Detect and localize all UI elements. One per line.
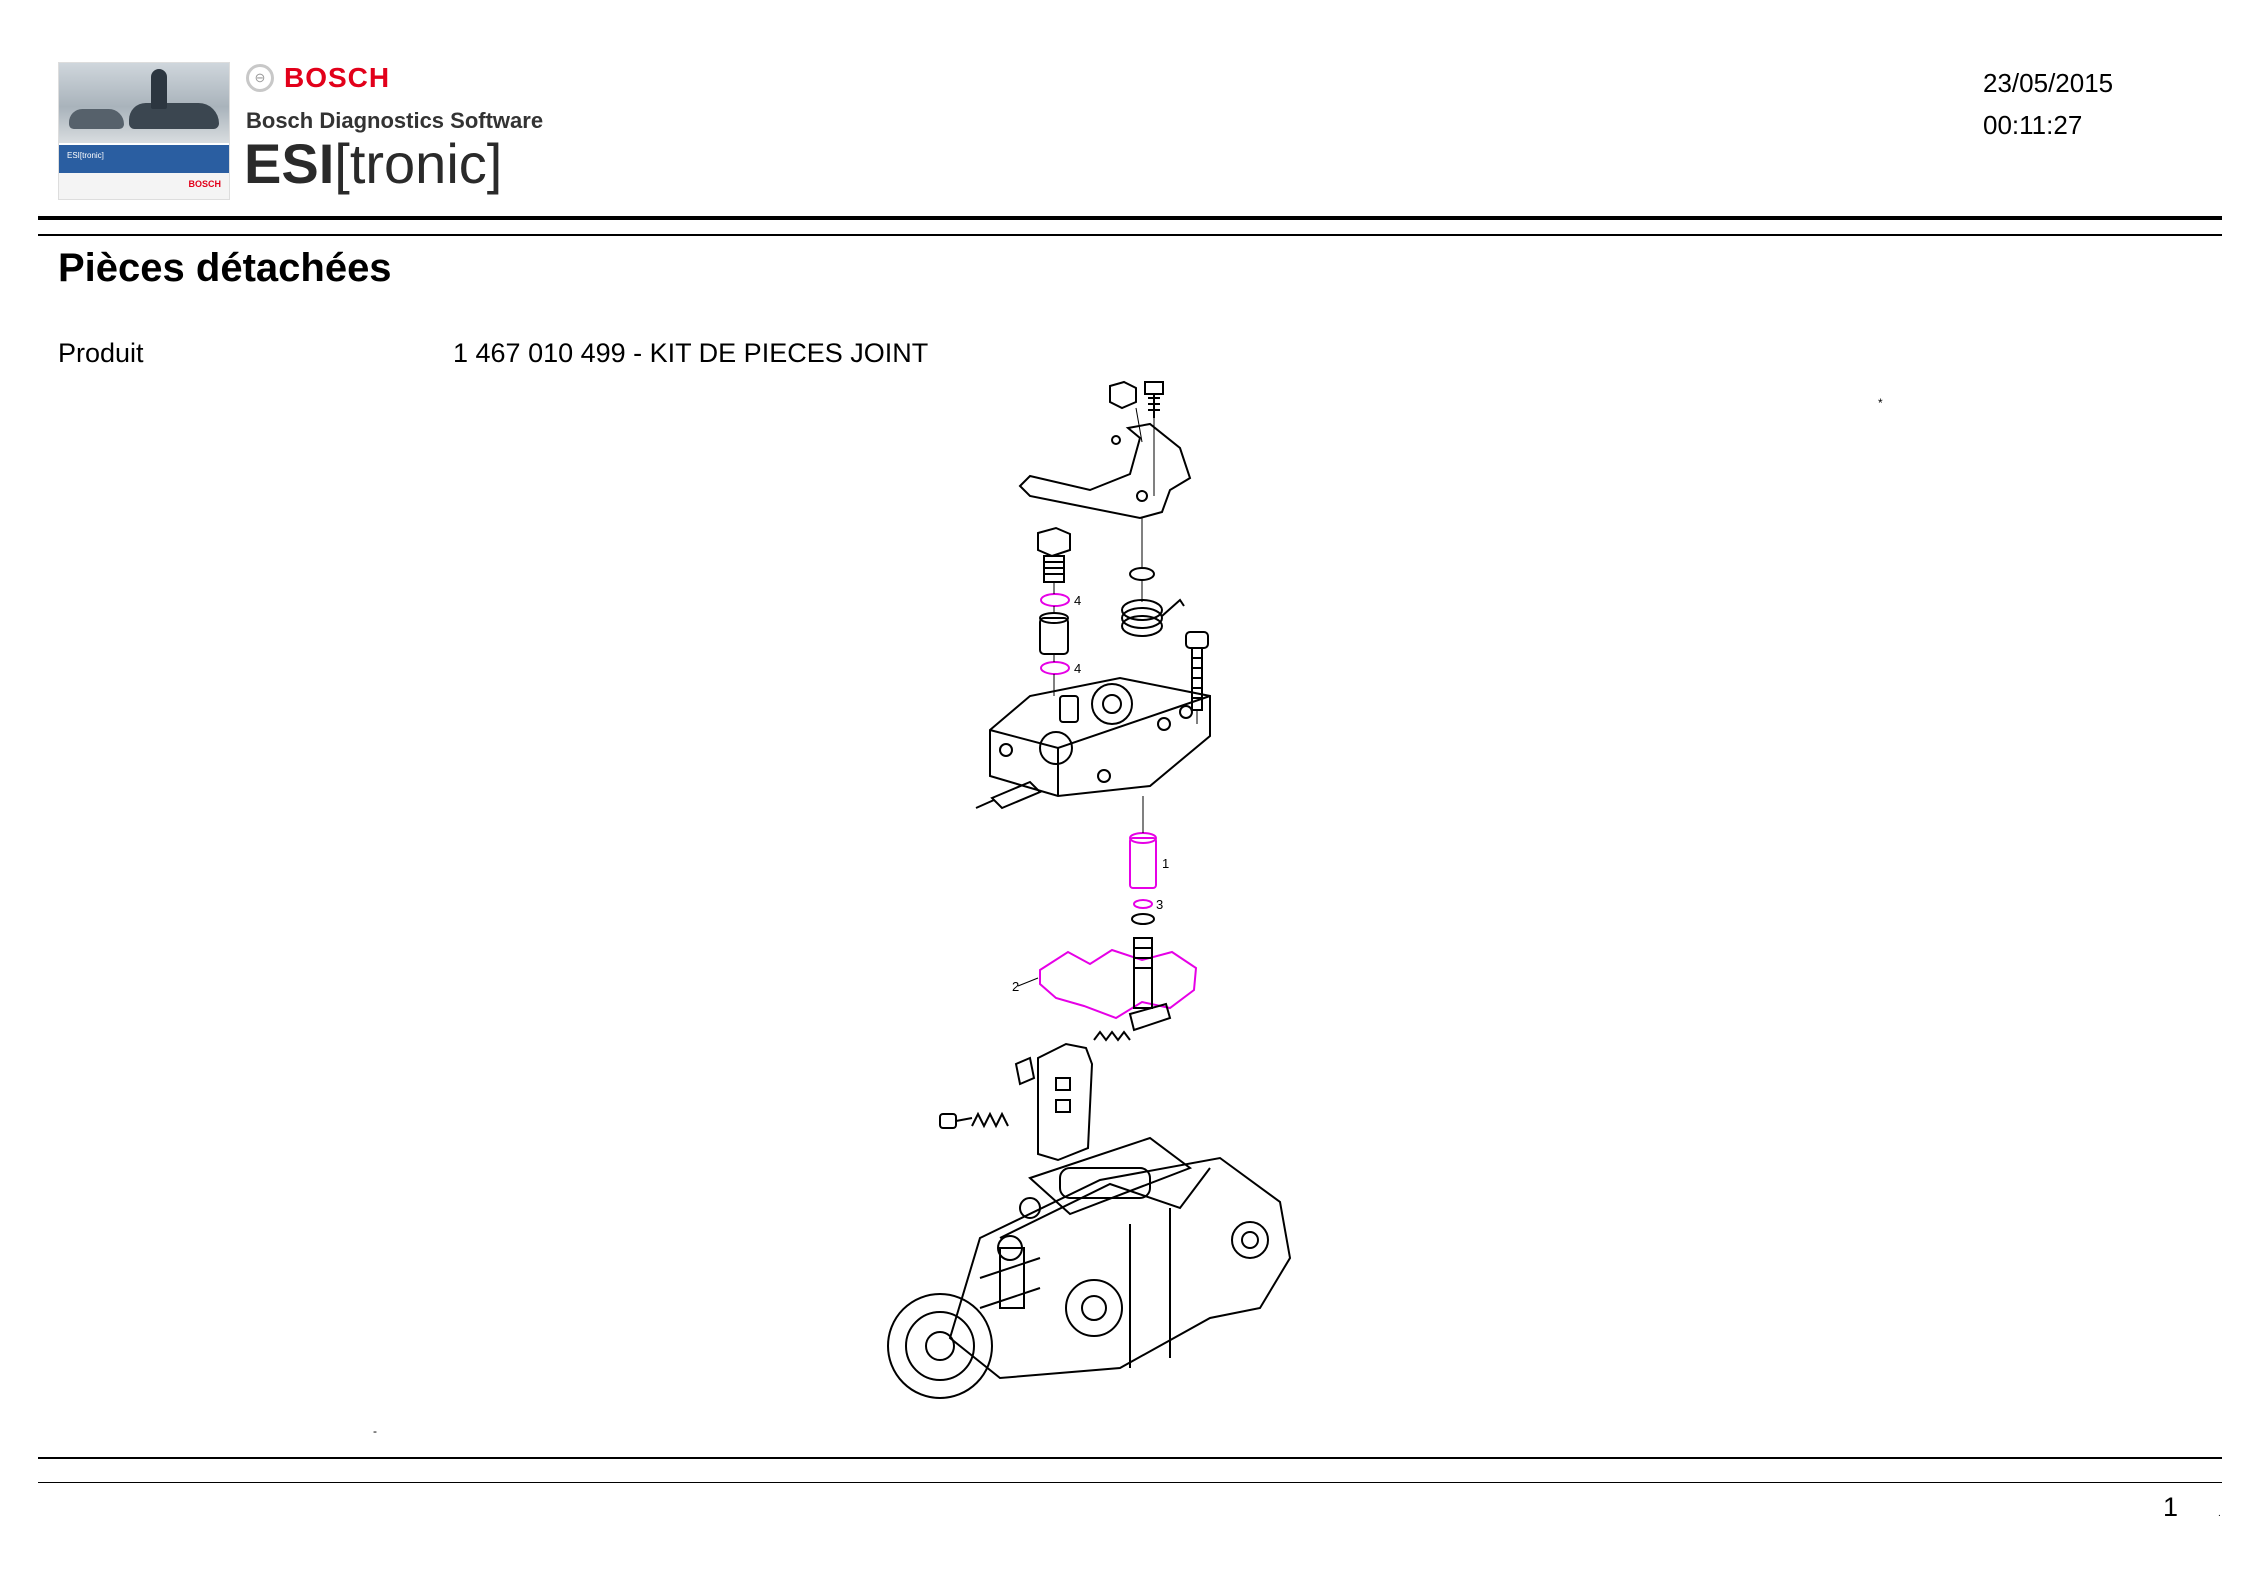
dash-mark: - [373,1424,377,1438]
callout-label: 4 [1074,661,1081,676]
header-divider-thick [38,216,2222,220]
esitronic-cover-thumbnail: ESI[tronic] BOSCH [58,62,230,200]
small-spring [1093,1030,1131,1042]
stop-lever-assembly [1014,1042,1094,1162]
software-subtitle: Bosch Diagnostics Software [246,108,544,133]
product-value: 1 467 010 499 - KIT DE PIECES JOINT [453,338,929,368]
sleeve-part-1 [1129,832,1157,889]
torsion-spring [1121,598,1185,637]
governor-cover [975,676,1211,810]
exploded-parts-diagram: 4 4 1 3 2 [887,380,1292,1399]
trailing-dot: . [2218,1508,2221,1519]
cover-band [59,145,229,173]
car-image [69,109,124,129]
print-time: 00:11:27 [1983,110,2083,140]
bushing [1039,612,1069,655]
callout-label: 2 [1012,979,1019,994]
callout-label: 3 [1156,897,1163,912]
cover-footer [59,173,229,199]
lever-bracket [1018,422,1192,520]
mechanic-image [151,69,167,109]
car-image [129,103,219,129]
product-logo-rest: [tronic] [334,132,503,195]
washer [1129,567,1155,581]
footer-divider-thin [38,1482,2222,1483]
cover-bosch-logo: BOSCH [188,179,221,189]
product-logo: ESI[tronic] [244,136,502,192]
gasket-part-2 [1039,948,1198,1020]
seal-ring-4-lower [1040,661,1070,675]
print-date: 23/05/2015 [1983,68,2114,98]
seal-ring-4-upper [1040,593,1070,607]
nut-and-screw [1109,380,1164,418]
bosch-logo: ⊖ BOSCH [246,62,390,94]
product-logo-bold: ESI [244,132,335,195]
injection-pump-body [887,1136,1292,1399]
page-title: Pièces détachées [58,246,392,290]
page-number: 1 [2163,1492,2179,1522]
product-label: Produit [58,338,144,368]
washer-lower [1131,913,1155,925]
cover-band-text: ESI[tronic] [67,151,104,160]
long-screw [1185,631,1209,711]
bolt [1037,526,1071,583]
header-divider-thin [38,234,2222,236]
bosch-wordmark: BOSCH [284,62,391,93]
callout-label: 4 [1074,593,1081,608]
callout-label: 1 [1162,856,1169,871]
footer-divider-thick [38,1457,2222,1459]
adjusting-screw [939,1111,1009,1129]
bosch-armature-icon: ⊖ [246,64,274,92]
o-ring-part-3 [1133,899,1153,909]
control-shaft [1128,937,1172,1032]
star-mark: * [1878,396,1883,410]
